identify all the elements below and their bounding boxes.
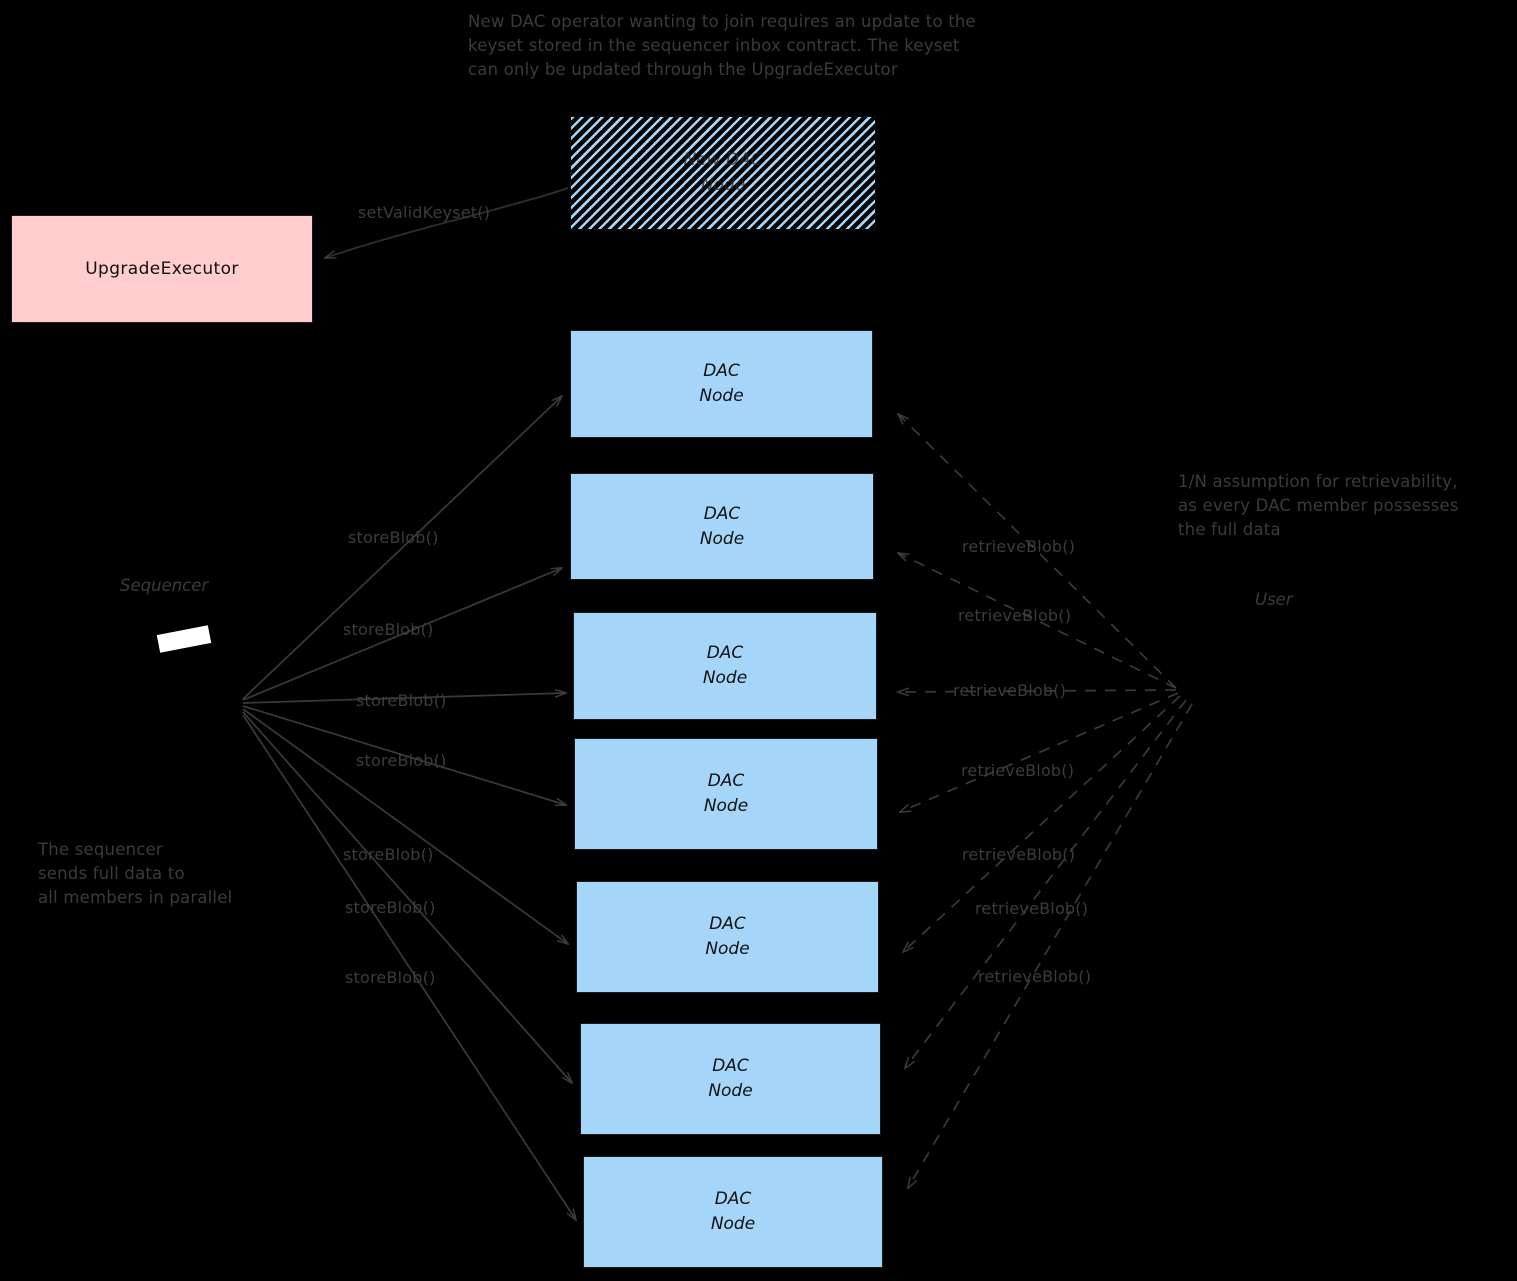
edge-label-storeblob-1: storeBlob() [348,528,439,547]
dac-node-1-line2: Node [699,386,744,406]
dac-node-4-line1: DAC [707,771,745,792]
edge-label-storeblob-7: storeBlob() [345,968,436,987]
dac-node-3-line1: DAC [706,643,744,664]
new-dac-node-box[interactable]: New DAC Node [570,116,876,230]
edge-label-storeblob-6: storeBlob() [345,898,436,917]
dac-node-7[interactable]: DAC Node [583,1156,883,1268]
edge-label-storeblob-3: storeBlob() [356,691,447,710]
edge-label-storeblob-4: storeBlob() [356,751,447,770]
edge-label-retrieveblob-1: retrieveBlob() [962,537,1076,556]
edge-setvalidkeyset [325,187,569,258]
dac-node-1[interactable]: DAC Node [570,330,873,438]
edge-group-retrieveblob [898,414,1193,1188]
edge-retrieveblob-4 [900,692,1179,812]
edge-label-retrieveblob-6: retrieveBlob() [975,899,1089,918]
dac-node-7-line2: Node [710,1214,756,1234]
edge-label-setvalidkeyset: setValidKeyset() [358,203,491,222]
edge-label-storeblob-2: storeBlob() [343,620,434,639]
edge-retrieveblob-6 [905,699,1187,1068]
dac-node-2[interactable]: DAC Node [570,473,874,580]
upgrade-executor-label: UpgradeExecutor [85,259,239,279]
edge-label-retrieveblob-7: retrieveBlob() [978,967,1092,986]
dac-node-5-line1: DAC [709,914,746,935]
edge-label-retrieveblob-5: retrieveBlob() [962,845,1076,864]
dac-node-6-line1: DAC [712,1056,749,1077]
edge-label-storeblob-5: storeBlob() [343,845,434,864]
sequencer-icon [156,625,212,653]
dac-node-3-line2: Node [702,668,748,688]
edge-label-retrieveblob-4: retrieveBlob() [961,761,1075,780]
dac-node-6[interactable]: DAC Node [580,1023,881,1135]
user-annotation: 1/N assumption for retrievability, as ev… [1178,472,1459,539]
dac-node-4[interactable]: DAC Node [574,738,878,850]
edge-group-storeblob [242,396,576,1220]
dac-node-7-line1: DAC [714,1189,752,1210]
edge-label-retrieveblob-2: retrieveBlob() [958,606,1072,625]
dac-node-2-line2: Node [699,528,745,549]
dac-node-2-line1: DAC [703,503,741,524]
dac-node-5-line2: Node [705,939,750,959]
new-dac-node-line2: Node [700,175,746,195]
dac-node-4-line2: Node [703,796,749,816]
dac-node-1-line1: DAC [703,361,740,382]
edge-label-retrieveblob-3: retrieveBlob() [953,681,1067,700]
upgrade-executor-box[interactable]: UpgradeExecutor [11,215,313,323]
sequencer-annotation: The sequencer sends full data to all mem… [38,840,233,907]
dac-node-3[interactable]: DAC Node [573,612,877,720]
new-operator-annotation: New DAC operator wanting to join require… [468,12,976,79]
dac-node-6-line2: Node [708,1081,753,1101]
new-dac-node-line1: New DAC [683,150,763,171]
sequencer-label: Sequencer [120,576,209,595]
dac-node-5[interactable]: DAC Node [576,881,879,993]
user-label: User [1255,590,1293,609]
edge-storeblob-1 [242,396,562,700]
